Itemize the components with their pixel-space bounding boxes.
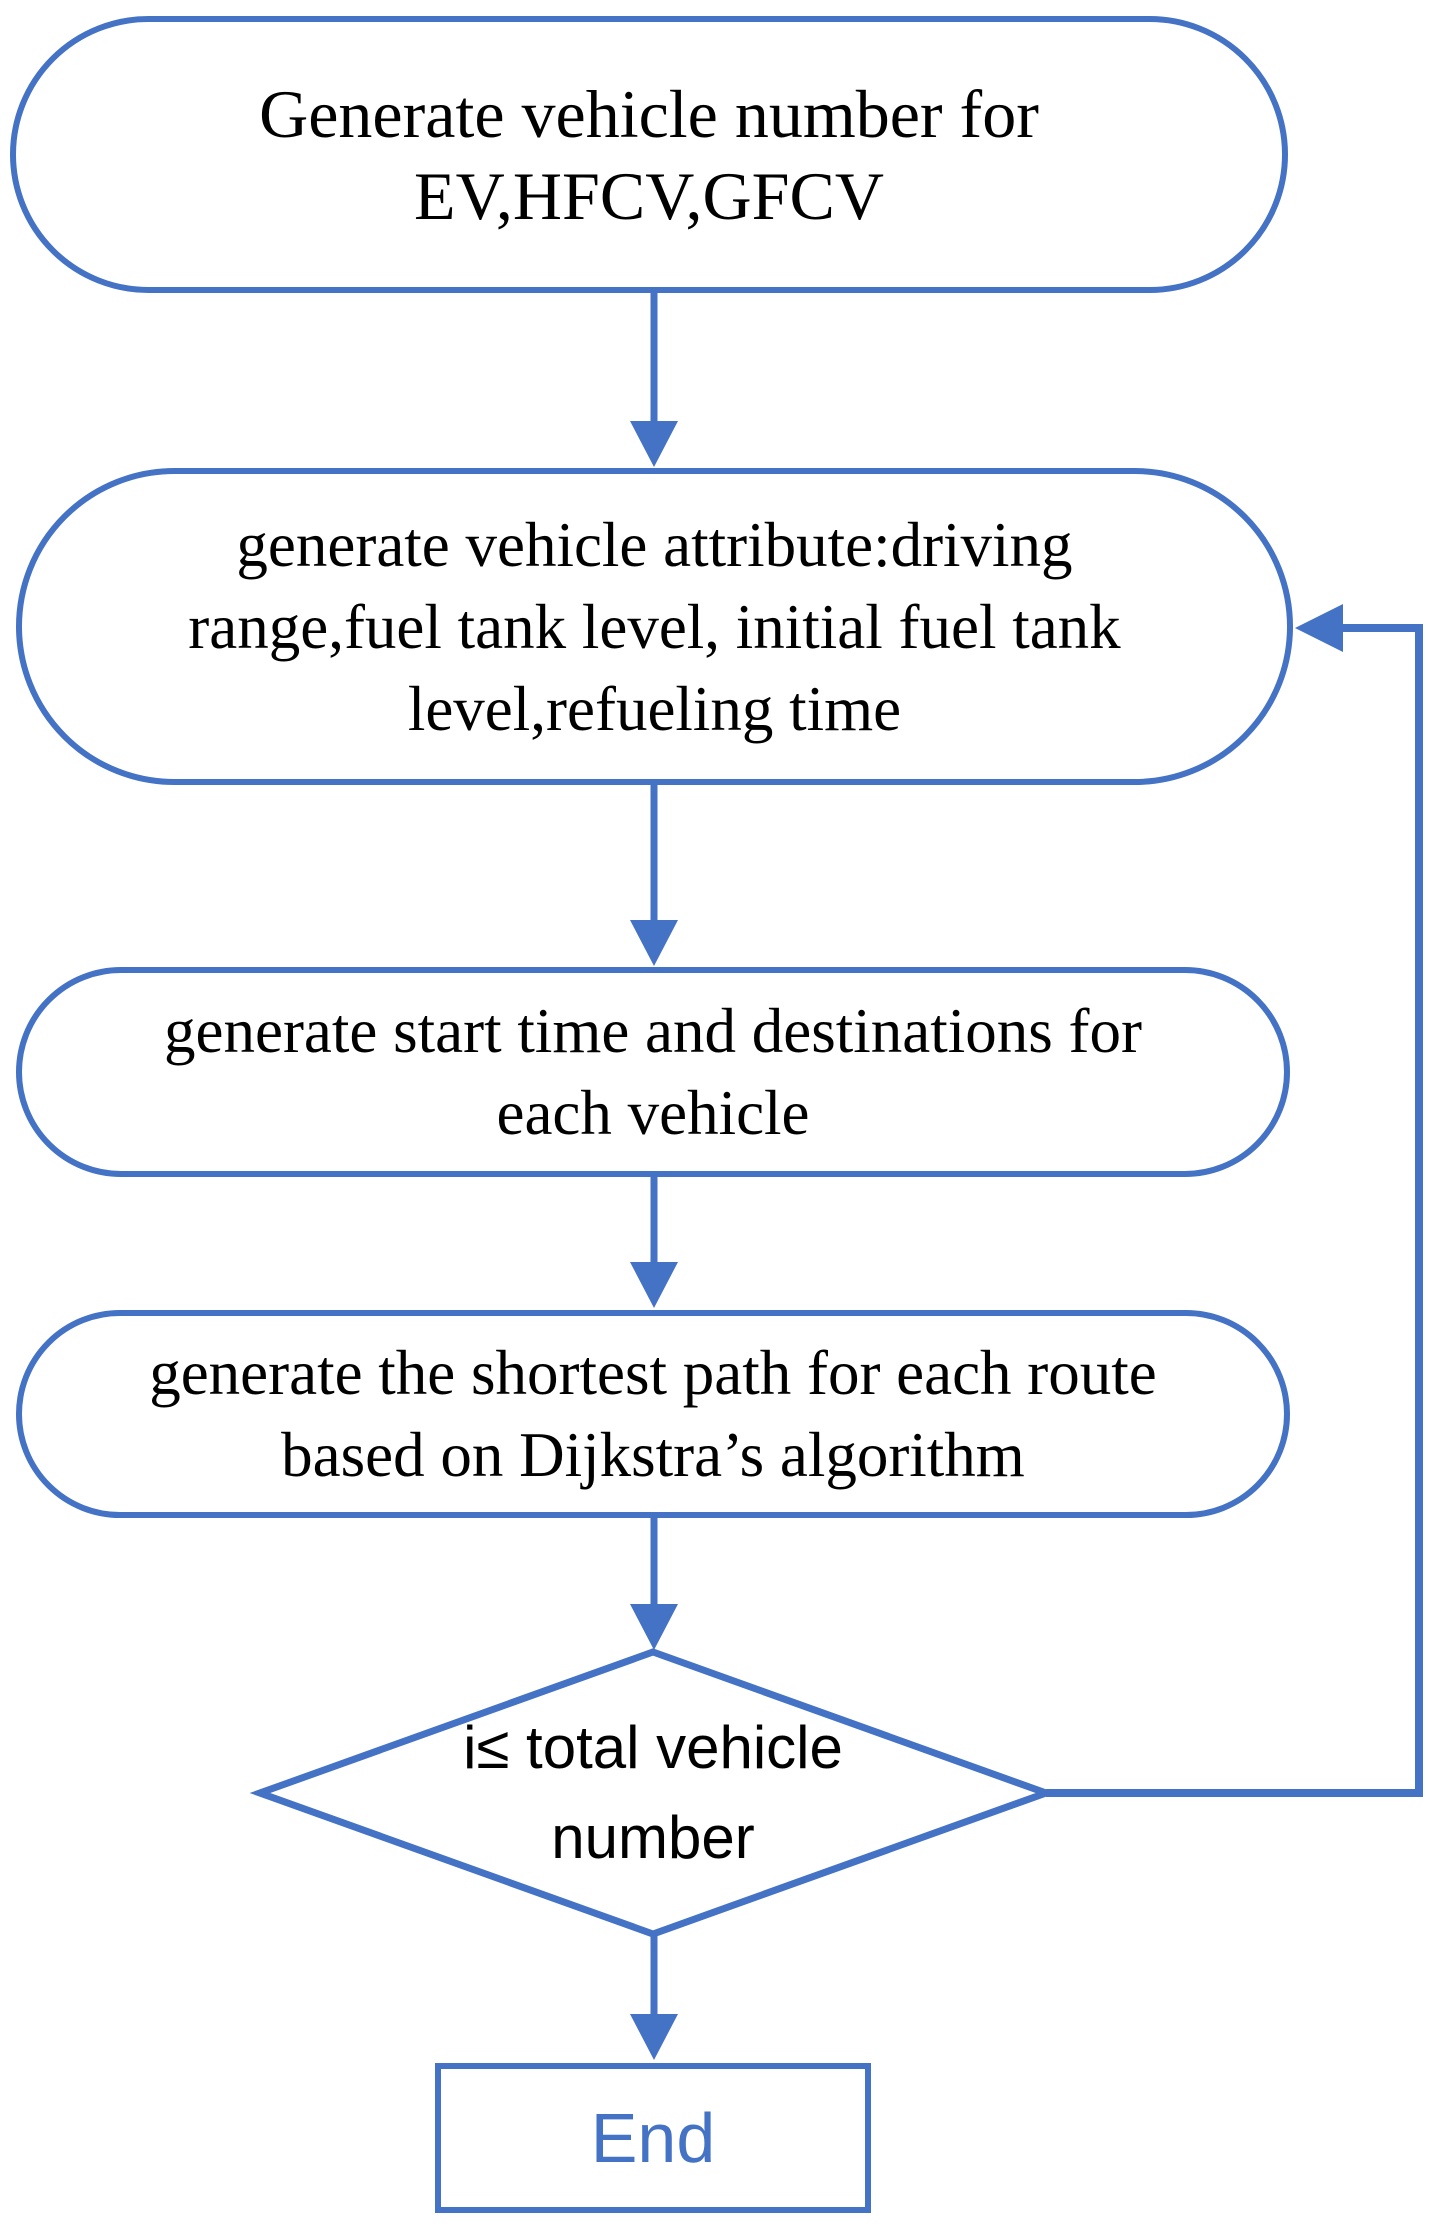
node-generate-vehicle-attributes: generate vehicle attribute:driving range… bbox=[16, 468, 1293, 785]
node-label-line: generate start time and destinations for bbox=[164, 996, 1142, 1066]
node-generate-shortest-path: generate the shortest path for each rout… bbox=[16, 1310, 1290, 1518]
node-label-line: range,fuel tank level, initial fuel tank bbox=[188, 591, 1121, 662]
node-generate-start-time-destinations: generate start time and destinations for… bbox=[16, 967, 1290, 1177]
arrowhead-left-icon bbox=[1295, 604, 1343, 652]
node-label-line: level,refueling time bbox=[407, 673, 902, 744]
node-label-line: generate the shortest path for each rout… bbox=[149, 1338, 1157, 1408]
node-label-line: Generate vehicle number for bbox=[259, 75, 1039, 152]
loop-arrow-decision-to-attributes bbox=[1046, 604, 1423, 1797]
arrow-start-to-attributes bbox=[630, 290, 678, 467]
node-label-line: End bbox=[590, 2099, 716, 2177]
node-label-line: EV,HFCV,GFCV bbox=[414, 157, 884, 234]
arrowhead-down-icon bbox=[630, 1262, 678, 1308]
arrow-shortest-path-to-decision bbox=[630, 1516, 678, 1650]
loop-arrow-path bbox=[1046, 624, 1423, 1797]
arrow-decision-to-end bbox=[630, 1932, 678, 2060]
node-label-line: number bbox=[551, 1804, 755, 1871]
arrowhead-down-icon bbox=[630, 2014, 678, 2060]
node-decision-total-vehicle-number: i≤ total vehicle number bbox=[303, 1703, 1003, 1883]
node-label-line: i≤ total vehicle bbox=[463, 1714, 843, 1781]
arrow-attributes-to-trips bbox=[630, 783, 678, 966]
node-label-line: based on Dijkstra’s algorithm bbox=[281, 1420, 1025, 1490]
arrowhead-down-icon bbox=[630, 920, 678, 966]
node-label-line: generate vehicle attribute:driving bbox=[236, 509, 1073, 580]
node-end: End bbox=[435, 2063, 871, 2213]
arrow-trips-to-shortest-path bbox=[630, 1175, 678, 1308]
node-generate-vehicle-number: Generate vehicle number for EV,HFCV,GFCV bbox=[10, 16, 1288, 293]
arrowhead-down-icon bbox=[630, 421, 678, 467]
arrowhead-down-icon bbox=[630, 1604, 678, 1650]
node-label-line: each vehicle bbox=[496, 1078, 810, 1148]
